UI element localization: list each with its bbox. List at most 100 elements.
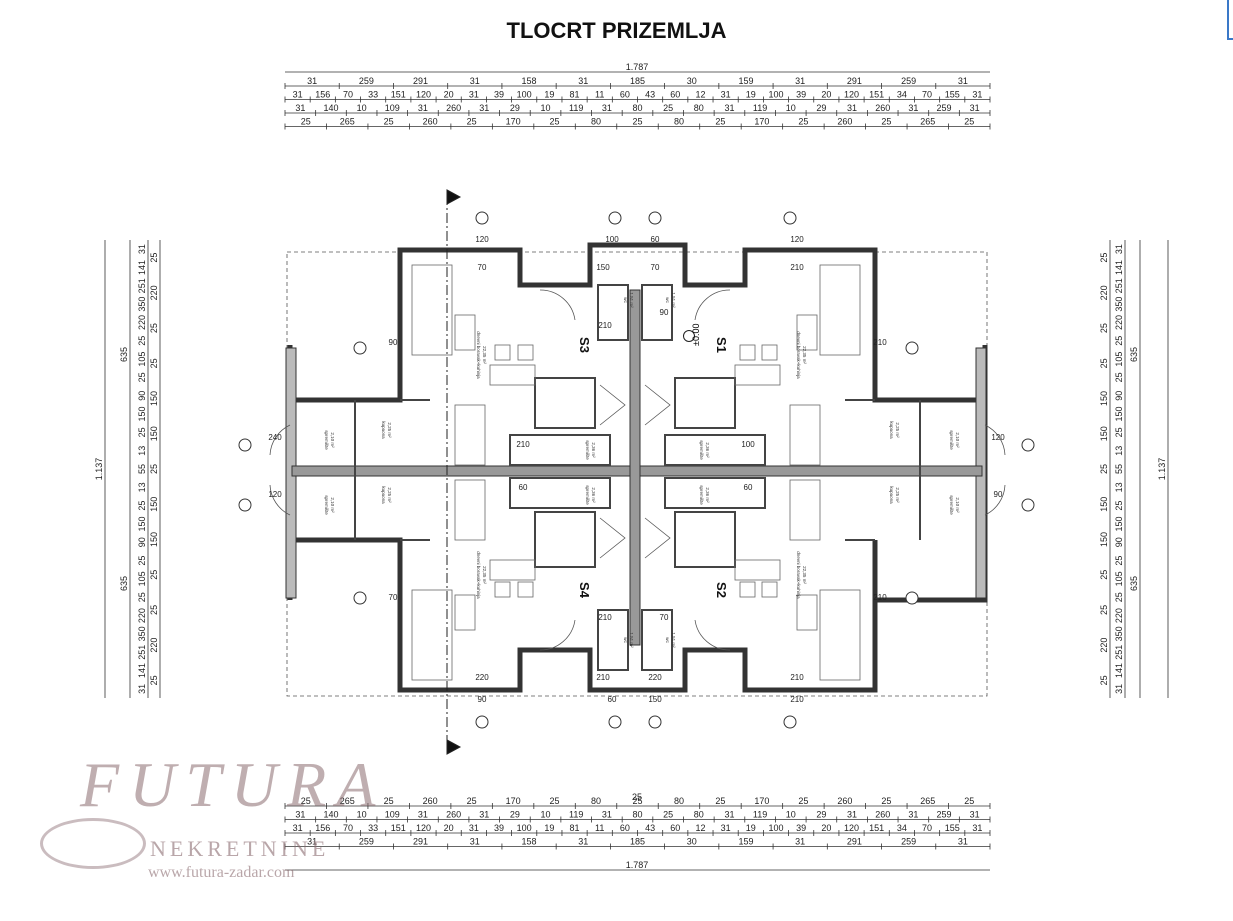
dimension-value: 100 — [517, 90, 532, 100]
room-name: dnevni boravak+kuhinja — [796, 331, 801, 379]
opening-dimension: 100 — [741, 440, 755, 449]
room-name: spremište — [324, 430, 329, 450]
dimension-value: 10 — [541, 103, 551, 113]
overall-dimension: 1.787 — [626, 62, 649, 72]
dimension-value: 25 — [1114, 556, 1124, 566]
dimension-value: 109 — [385, 103, 400, 113]
door-swings — [269, 289, 1006, 651]
dimension-value: 30 — [687, 76, 697, 86]
dimension-value: 25 — [1114, 501, 1124, 511]
dimension-value: 100 — [768, 90, 783, 100]
dimension-value: 34 — [897, 90, 907, 100]
room-name: spremište — [949, 430, 954, 450]
dimension-value: 31 — [795, 76, 805, 86]
dimension-value: 25 — [1099, 253, 1109, 263]
dimension-value: 105 — [1114, 571, 1124, 586]
room-area: 22,35 m² — [802, 346, 807, 364]
room-area: 2,25 m² — [895, 422, 900, 438]
dimension-value: 350 — [137, 297, 147, 312]
dimension-value: 31 — [470, 837, 480, 847]
unit-label-s4: S4 — [577, 582, 592, 599]
dimension-value: 25 — [149, 605, 159, 615]
opening-dimension: 150 — [648, 695, 662, 704]
dimension-value: 25 — [149, 570, 159, 580]
dimension-value: 90 — [137, 537, 147, 547]
dimension-value: 31 — [972, 90, 982, 100]
dimension-value: 31 — [1114, 684, 1124, 694]
dimension-value: 31 — [908, 810, 918, 820]
dimension-value: 25 — [1099, 605, 1109, 615]
dimension-value: 39 — [796, 823, 806, 833]
dimension-value: 109 — [385, 810, 400, 820]
dimension-value: 29 — [816, 810, 826, 820]
dimension-value: 156 — [315, 90, 330, 100]
dimension-value: 119 — [569, 810, 583, 820]
dimension-value: 19 — [746, 823, 756, 833]
dimension-value: 43 — [645, 823, 655, 833]
dimension-value: 119 — [753, 103, 767, 113]
dimension-value: 31 — [721, 823, 731, 833]
dimension-value: 220 — [149, 638, 159, 653]
dimension-value: 25 — [301, 117, 311, 127]
dimension-value: 159 — [738, 76, 753, 86]
dimension-value: 150 — [1099, 497, 1109, 512]
dimension-value: 150 — [149, 532, 159, 547]
dimension-value: 60 — [620, 823, 630, 833]
room-area: 2,10 m² — [330, 497, 335, 513]
dimension-value: 265 — [920, 117, 935, 127]
room-area: 2,36 m² — [591, 487, 596, 503]
dimension-value: 291 — [413, 76, 428, 86]
dimension-value: 10 — [786, 810, 796, 820]
room-area: 22,35 m² — [482, 566, 487, 584]
dimension-value: 260 — [837, 117, 852, 127]
dimension-value: 39 — [494, 823, 504, 833]
dimension-value: 25 — [1099, 358, 1109, 368]
dimension-value: 31 — [970, 810, 980, 820]
opening-dimension: 240 — [268, 433, 282, 442]
dimension-value: 220 — [1114, 315, 1124, 330]
dimension-value: 25 — [798, 796, 808, 806]
room-name: spremište — [699, 485, 704, 505]
dimension-value: 251 — [137, 278, 147, 293]
dimension-value: 25 — [149, 675, 159, 685]
dimension-value: 80 — [632, 810, 642, 820]
dimension-value: 120 — [844, 90, 859, 100]
room-name: spremište — [699, 440, 704, 460]
dimension-value: 70 — [922, 823, 932, 833]
dimension-value: 31 — [137, 244, 147, 254]
dimension-value: 70 — [343, 90, 353, 100]
dimension-value: 80 — [591, 117, 601, 127]
room-area: 1,51 m² — [671, 292, 676, 308]
dimension-value: 10 — [786, 103, 796, 113]
room-name: wc — [665, 637, 670, 643]
dimension-value: 25 — [1114, 427, 1124, 437]
dimension-value: 150 — [149, 426, 159, 441]
dimension-value: 259 — [937, 103, 952, 113]
dimension-value: 29 — [510, 810, 520, 820]
dimension-value: 10 — [357, 103, 367, 113]
room-area: 22,35 m² — [482, 346, 487, 364]
dimension-value: 141 — [1114, 260, 1124, 275]
dimension-value: 25 — [467, 796, 477, 806]
dimension-value: 220 — [137, 315, 147, 330]
opening-dimension: 90 — [994, 490, 1003, 499]
dimension-value: 31 — [795, 837, 805, 847]
dimension-value: 635 — [119, 576, 129, 591]
dimension-value: 25 — [550, 117, 560, 127]
opening-dimension: 120 — [991, 433, 1005, 442]
dimension-value: 25 — [149, 358, 159, 368]
dimension-value: 31 — [469, 823, 479, 833]
dimension-value: 55 — [137, 464, 147, 474]
opening-dimension: 60 — [608, 695, 617, 704]
opening-dimension: 60 — [519, 483, 528, 492]
dimension-value: 25 — [137, 336, 147, 346]
dimension-value: 25 — [137, 501, 147, 511]
opening-dimension: 120 — [790, 235, 804, 244]
dimension-value: 25 — [632, 792, 642, 802]
dimension-value: 170 — [754, 117, 769, 127]
opening-dimension: 210 — [873, 593, 887, 602]
dimension-value: 350 — [137, 626, 147, 641]
dimension-value: 80 — [674, 117, 684, 127]
section-line — [446, 189, 462, 755]
opening-dimension: 60 — [744, 483, 753, 492]
